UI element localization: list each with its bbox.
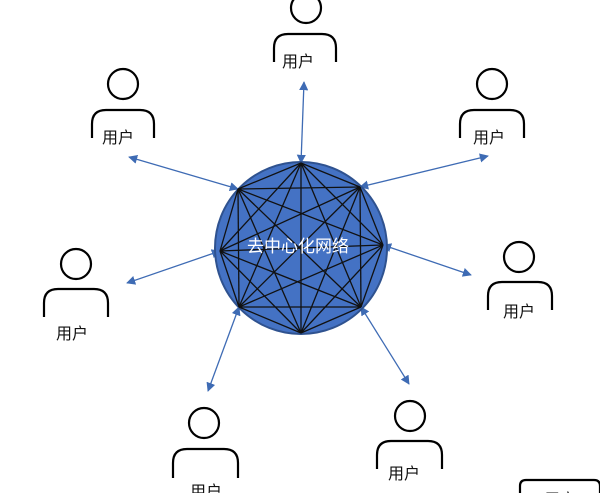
user-head <box>393 399 427 433</box>
user-torso <box>171 447 240 478</box>
user-label: 用户 <box>473 128 505 147</box>
mesh-link <box>219 250 302 334</box>
user-torso <box>90 108 156 138</box>
mesh-link <box>237 162 302 190</box>
mesh-link <box>238 162 302 308</box>
connection-arrow <box>359 153 489 190</box>
mesh-link <box>300 306 362 334</box>
user-label: 用户 <box>282 52 314 71</box>
user-node: 用户 <box>518 478 600 493</box>
user-torso <box>458 108 526 138</box>
user-label: 用户 <box>503 302 535 321</box>
mesh-link <box>219 162 302 252</box>
user-head <box>106 67 140 101</box>
user-head <box>289 0 323 25</box>
mesh-link <box>237 188 384 246</box>
user-torso <box>375 439 444 469</box>
mesh-link <box>237 188 302 334</box>
mesh-link <box>359 186 384 246</box>
user-label: 用户 <box>544 490 576 493</box>
mesh-link <box>360 244 384 308</box>
connection-arrow <box>128 154 239 192</box>
user-node: 用户 <box>42 247 110 343</box>
user-node: 用户 <box>171 406 240 493</box>
user-torso <box>486 280 554 310</box>
user-node: 用户 <box>458 67 526 147</box>
mesh-link <box>300 186 361 334</box>
user-torso <box>272 32 338 62</box>
mesh-link <box>219 250 240 308</box>
user-torso <box>42 287 110 317</box>
user-node: 用户 <box>486 240 554 321</box>
mesh-link <box>300 162 362 308</box>
user-label: 用户 <box>56 324 88 343</box>
network-node: 去中心化网络 <box>214 161 388 335</box>
user-label: 用户 <box>102 128 134 147</box>
mesh-link <box>238 186 361 308</box>
network-mesh <box>219 162 384 334</box>
connection-arrow <box>296 81 309 164</box>
mesh-link <box>237 186 361 190</box>
user-node: 用户 <box>375 399 444 483</box>
user-node: 用户 <box>272 0 338 71</box>
user-head <box>187 406 221 440</box>
mesh-link <box>237 188 240 308</box>
network-center-label: 去中心化网络 <box>247 237 349 257</box>
connection-arrows <box>126 81 489 392</box>
mesh-link <box>237 188 362 308</box>
user-node: 用户 <box>90 67 156 147</box>
connection-arrow <box>206 306 241 392</box>
mesh-link <box>219 186 361 252</box>
mesh-link <box>238 244 384 308</box>
mesh-link <box>219 244 384 252</box>
connection-arrow <box>382 243 472 277</box>
user-label: 用户 <box>190 482 222 493</box>
connection-arrow <box>126 249 221 285</box>
user-head <box>59 247 93 281</box>
mesh-link <box>300 162 361 188</box>
user-head <box>502 240 536 274</box>
mesh-link <box>219 250 362 308</box>
user-label: 用户 <box>388 464 420 483</box>
user-head <box>475 67 509 101</box>
mesh-link <box>219 188 239 252</box>
mesh-link <box>238 306 302 334</box>
connection-arrow <box>360 306 410 385</box>
mesh-link <box>359 186 362 308</box>
